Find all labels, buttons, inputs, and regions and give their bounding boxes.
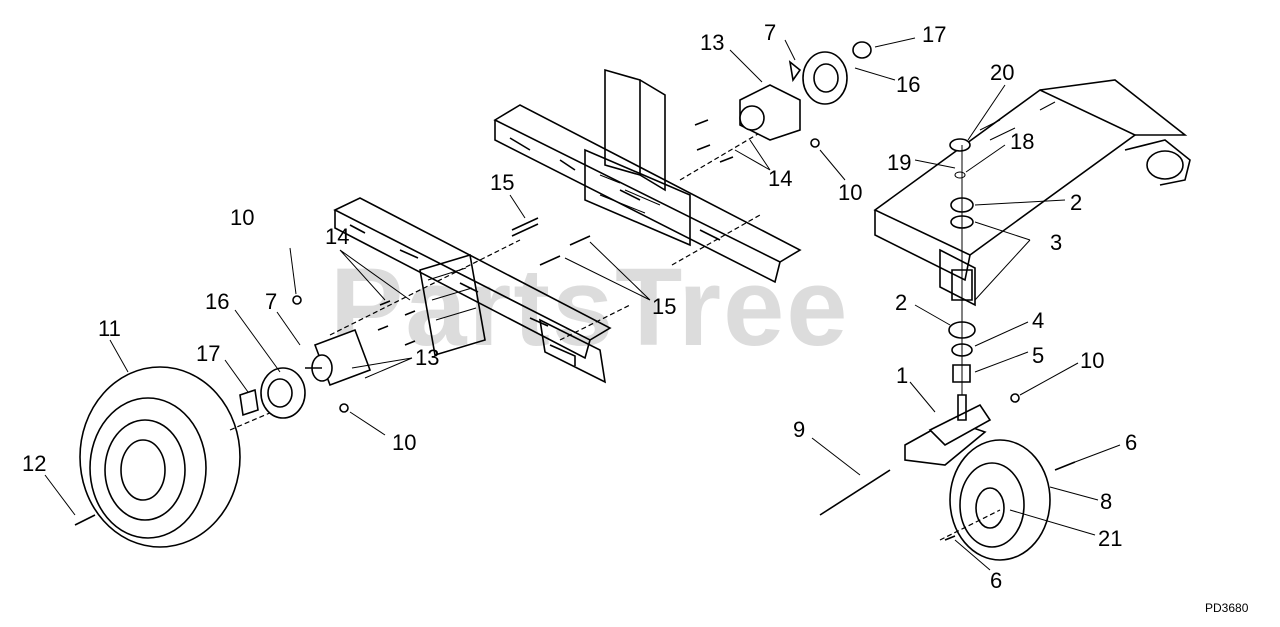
callout-5-spacer: 5 [1032, 343, 1044, 368]
callout-14-pins-left: 14 [325, 224, 349, 249]
drawing-code: PD3680 [1205, 601, 1249, 615]
front-frame [873, 79, 1191, 307]
left-hub-assembly [239, 328, 372, 419]
callout-18-washer: 18 [1010, 129, 1034, 154]
callout-16-pulley-right: 16 [896, 72, 920, 97]
callout-7-key-left: 7 [265, 289, 277, 314]
callouts: 13 7 17 16 20 18 19 14 10 15 2 3 10 14 1… [22, 20, 1137, 593]
callout-8-front-tire: 8 [1100, 489, 1112, 514]
callout-17-nut-right: 17 [922, 22, 946, 47]
callout-17-nut-left: 17 [196, 341, 220, 366]
callout-10-nut-lower: 10 [392, 430, 416, 455]
callout-16-pulley-left: 16 [205, 289, 229, 314]
callout-9-axle-bolt: 9 [793, 417, 805, 442]
callout-13-hub-right: 13 [700, 30, 724, 55]
right-hub-assembly [739, 41, 872, 141]
callout-20-cap: 20 [990, 60, 1014, 85]
watermark: PartsTree [330, 246, 849, 369]
rear-wheel [79, 366, 301, 548]
callout-10-nut-upper: 10 [838, 180, 862, 205]
front-wheel [939, 439, 1051, 561]
rear-frame [329, 68, 802, 384]
callout-10-nut-caster: 10 [1080, 348, 1104, 373]
callout-15-bolts-lower: 15 [652, 294, 676, 319]
callout-15-bolt-upper: 15 [490, 170, 514, 195]
callout-3-race: 3 [1050, 230, 1062, 255]
callout-2-bearing-lower: 2 [895, 290, 907, 315]
callout-14-pins-right: 14 [768, 166, 792, 191]
callout-21-bearing-wheel: 21 [1098, 526, 1122, 551]
callout-1-caster-fork: 1 [896, 363, 908, 388]
callout-10-nut-left: 10 [230, 205, 254, 230]
callout-13-hub-left: 13 [415, 345, 439, 370]
callout-4-seal: 4 [1032, 308, 1044, 333]
caster-bearing-stack [948, 138, 976, 395]
caster-fork [904, 394, 992, 466]
hardware [74, 119, 1076, 541]
callout-7-key-right: 7 [764, 20, 776, 45]
leader-lines [44, 37, 1121, 571]
callout-2-bearing-upper: 2 [1070, 190, 1082, 215]
callout-19-fitting: 19 [887, 150, 911, 175]
callout-6-spacer-lower: 6 [990, 568, 1002, 593]
callout-11-rear-tire: 11 [98, 316, 121, 341]
callout-6-spacer-upper: 6 [1125, 430, 1137, 455]
callout-12-lug-bolt: 12 [22, 451, 46, 476]
